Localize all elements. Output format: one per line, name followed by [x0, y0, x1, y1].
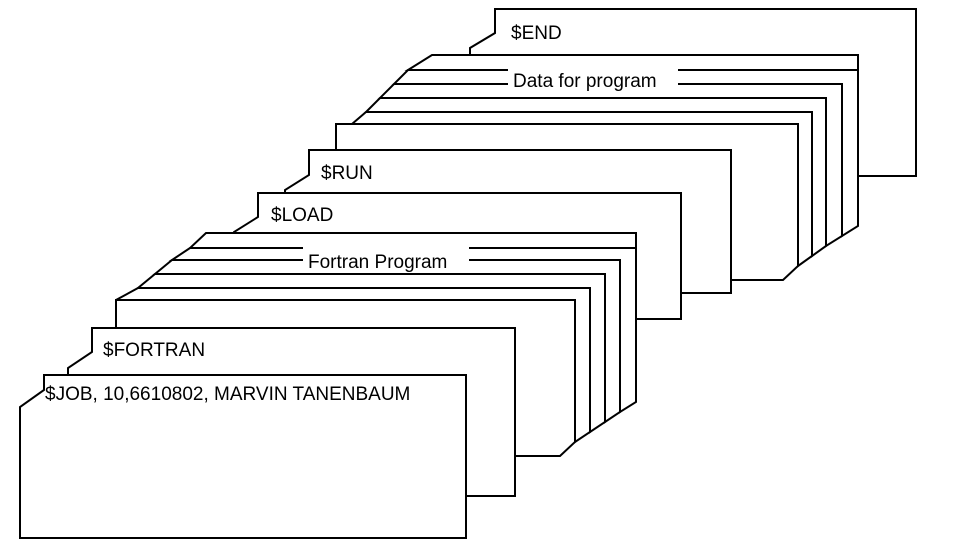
- card-stack-fortran-label: Fortran Program: [308, 252, 447, 273]
- card-stack-data-label: Data for program: [513, 71, 657, 92]
- card-job: $JOB, 10,6610802, MARVIN TANENBAUM: [19, 374, 467, 539]
- card-fortran-label: $FORTRAN: [103, 340, 205, 361]
- card-job-label: $JOB, 10,6610802, MARVIN TANENBAUM: [45, 384, 410, 405]
- card-run-label: $RUN: [321, 163, 373, 184]
- card-end-label: $END: [511, 23, 562, 44]
- card-load-label: $LOAD: [271, 205, 333, 226]
